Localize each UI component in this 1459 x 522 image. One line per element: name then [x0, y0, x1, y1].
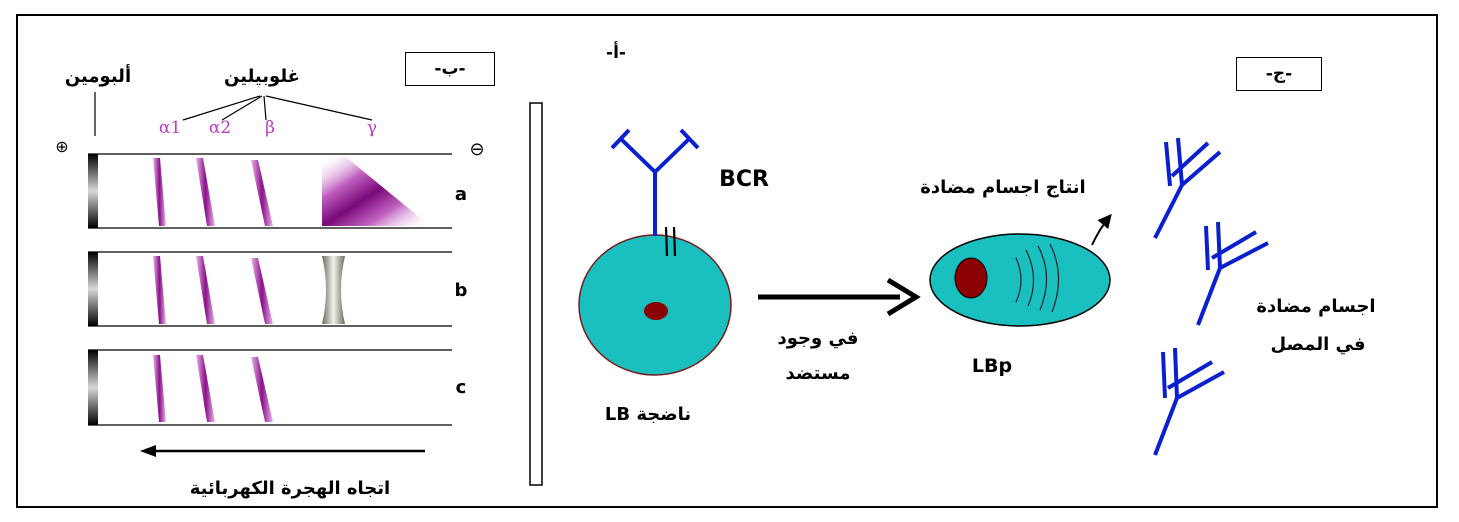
plasma-cell-label: LBp [972, 355, 1012, 377]
band-beta [251, 160, 273, 226]
albumin-band [88, 350, 98, 425]
fraction-alpha2: α2 [209, 118, 231, 138]
bcr-label: BCR [719, 167, 769, 192]
antibody-1 [1153, 137, 1222, 239]
bcr-receptor [610, 128, 700, 236]
band-alpha2 [196, 158, 215, 226]
condition-line2: مستضد [786, 363, 851, 384]
production-label: انتاج اجسام مضادة [920, 177, 1085, 198]
panel-b-tag: -ب- [405, 52, 495, 86]
mature-cell-label: LB ناضجة [605, 404, 691, 425]
band-gamma [322, 157, 430, 226]
band-alpha2 [196, 256, 215, 324]
albumin-label: ألبومين [65, 64, 131, 87]
panel-c-tag: -ج- [1236, 57, 1322, 91]
mature-b-nucleus [644, 302, 668, 320]
antibody-3 [1153, 347, 1225, 456]
band-alpha1 [153, 355, 166, 422]
lane-label-b: b [455, 280, 468, 301]
band-alpha1 [153, 256, 166, 324]
cathode-symbol: ⊖ [469, 139, 484, 160]
albumin-band [88, 252, 98, 326]
band-beta [251, 357, 273, 422]
endoplasmic-reticulum [1015, 243, 1060, 313]
gamma-absent-region [322, 256, 345, 324]
figure-frame [16, 14, 1438, 508]
globulin-label: غلوبيلين [224, 66, 300, 87]
lane-label-a: a [455, 184, 467, 205]
direction-label: اتجاه الهجرة الكهربائية [190, 478, 390, 499]
plasma-cell [929, 233, 1111, 327]
lane-b: b [88, 251, 468, 327]
lane-a: a [88, 153, 467, 229]
fraction-alpha1: α1 [159, 118, 181, 138]
antibody-2 [1196, 221, 1269, 326]
plasma-nucleus [954, 257, 988, 299]
panel-divider [529, 102, 543, 486]
albumin-band [88, 154, 98, 228]
band-alpha1 [153, 158, 166, 226]
band-beta [251, 258, 273, 324]
serum-line2: في المصل [1270, 334, 1365, 355]
fraction-beta: β [265, 118, 275, 138]
lane-c: c [88, 349, 467, 426]
condition-line1: في وجود [778, 328, 859, 349]
serum-line1: اجسام مضادة [1256, 296, 1375, 317]
panel-a-tag: -أ- [606, 41, 626, 63]
band-alpha2 [196, 355, 215, 422]
secretion-arrow [1091, 213, 1112, 246]
anode-symbol: ⊕ [55, 137, 68, 156]
fraction-gamma: γ [367, 118, 377, 138]
lane-label-c: c [456, 377, 467, 398]
